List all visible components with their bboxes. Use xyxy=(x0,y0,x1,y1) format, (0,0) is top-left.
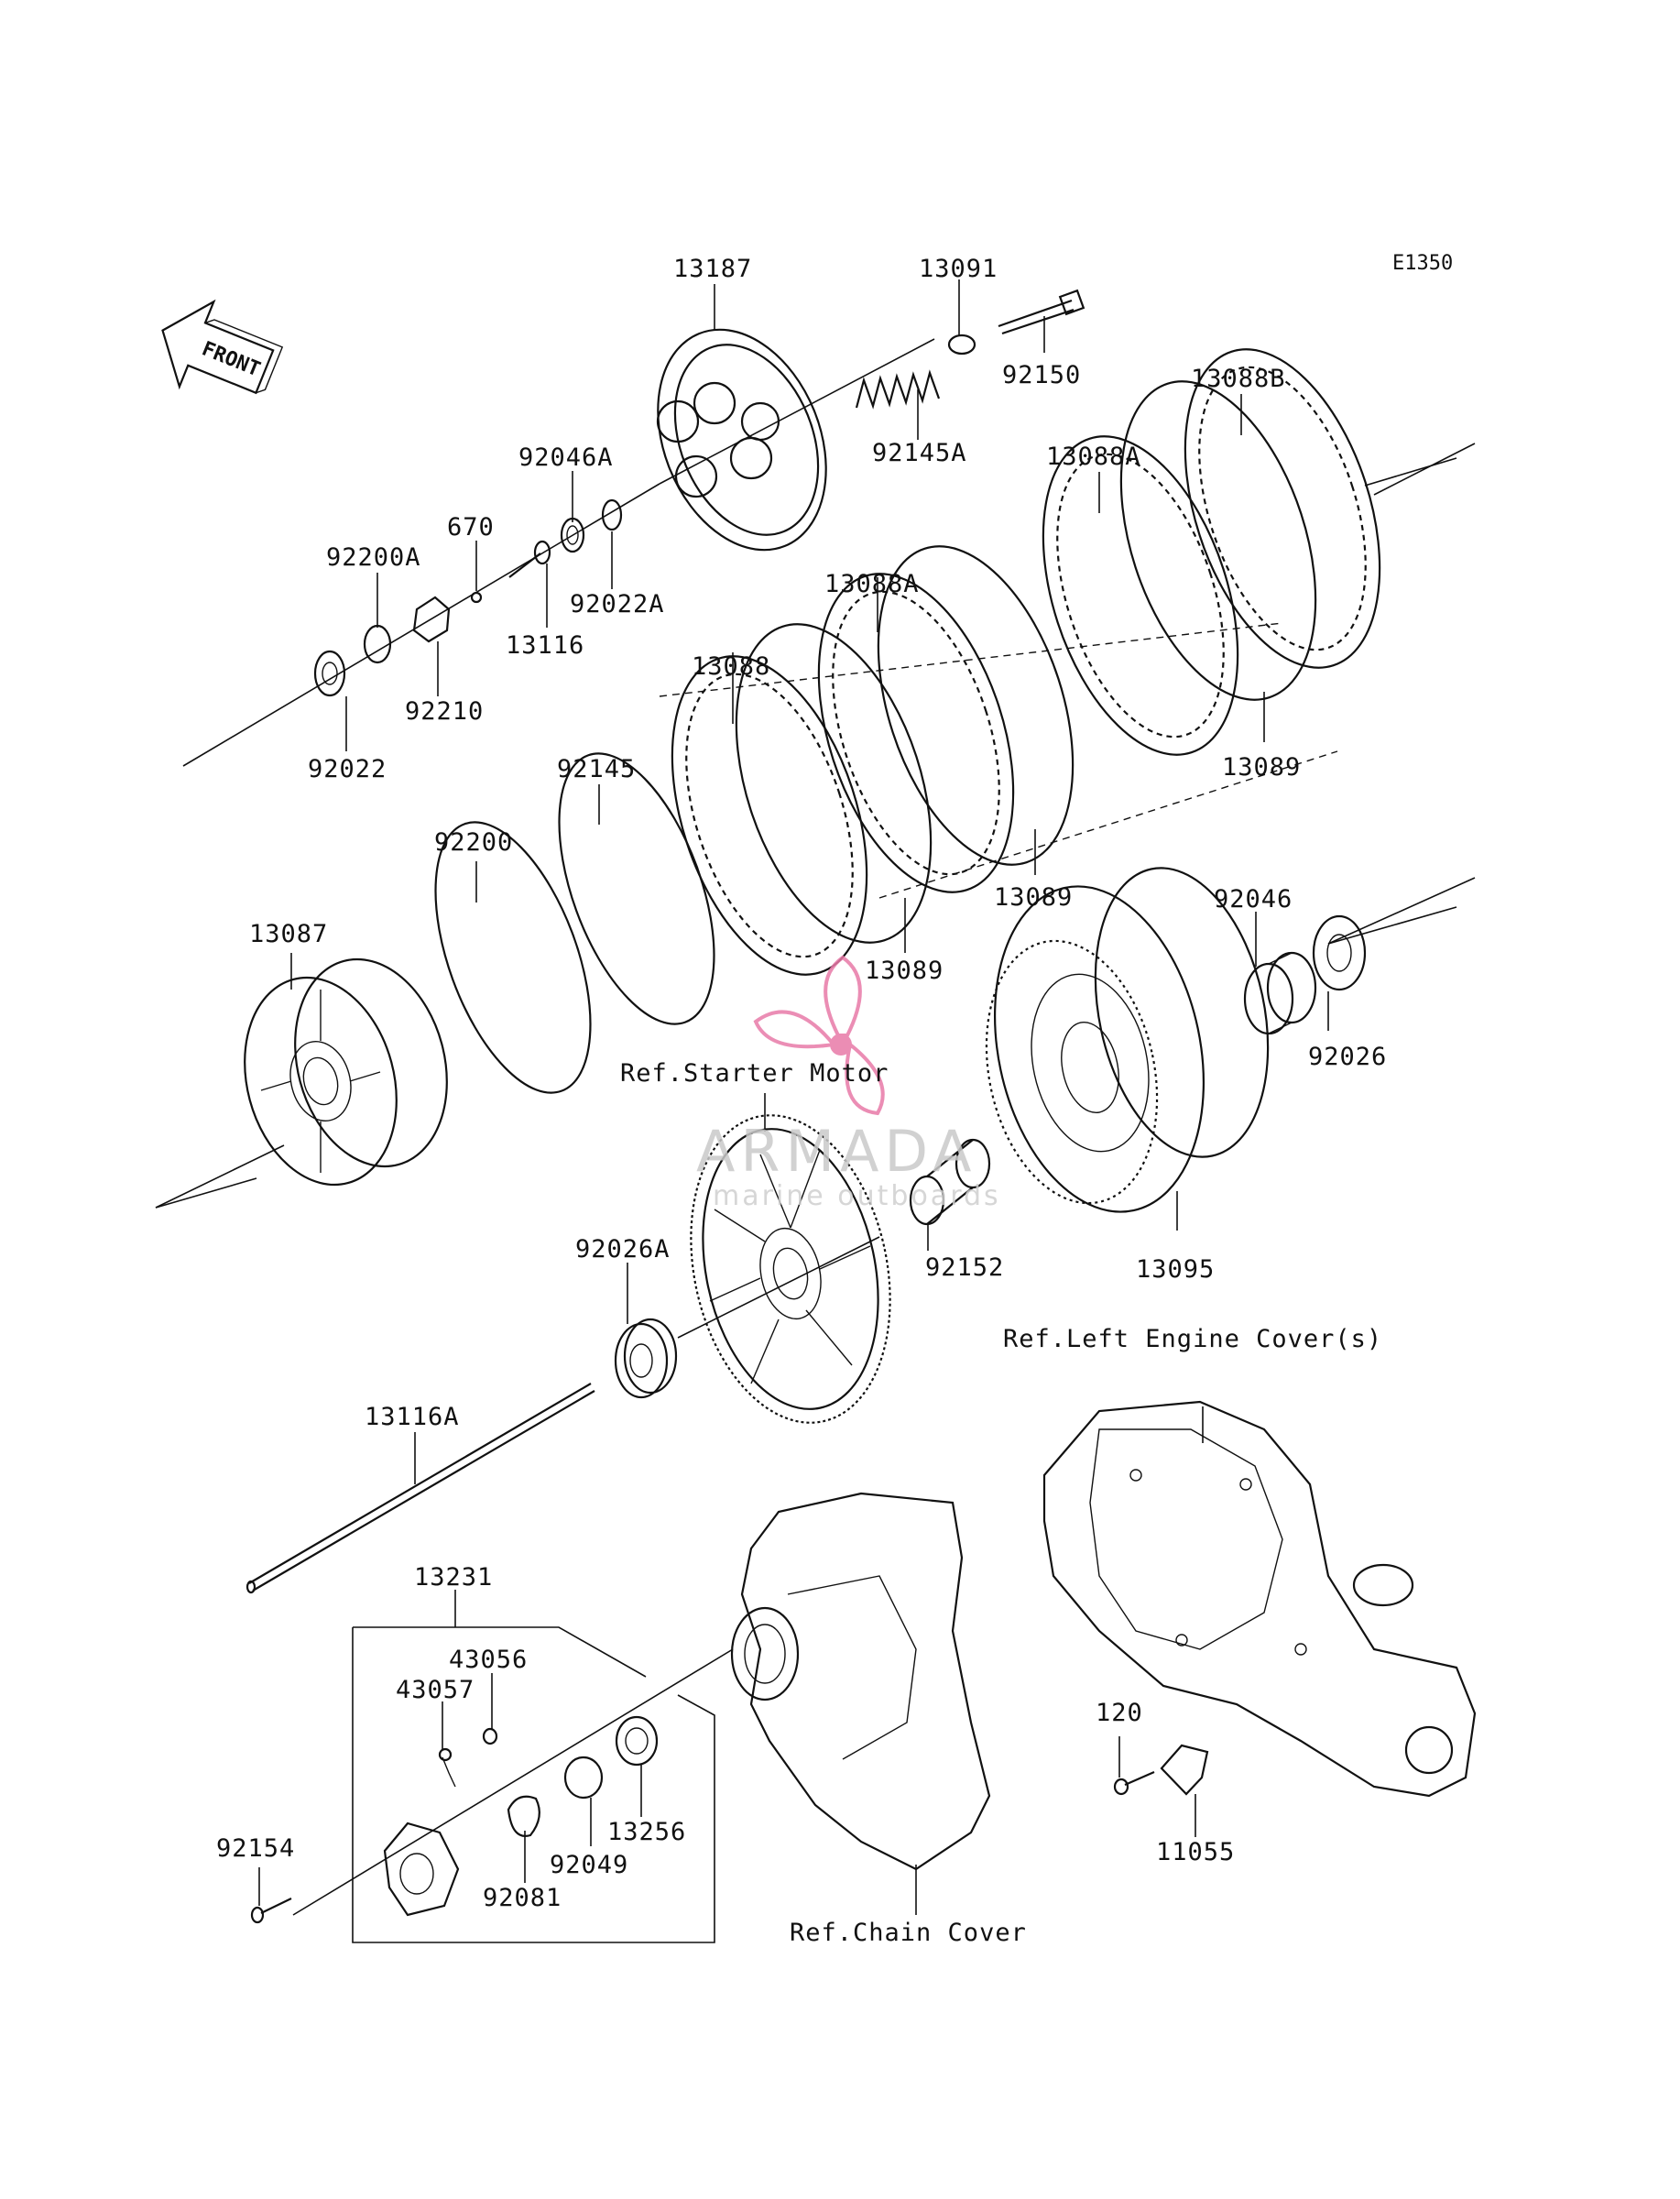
leader-lines xyxy=(258,279,1329,1915)
label-13116A: 13116A xyxy=(365,1403,460,1431)
label-92022A: 92022A xyxy=(570,590,665,618)
label-92026: 92026 xyxy=(1308,1043,1387,1071)
ref-chain-cover: Ref.Chain Cover xyxy=(790,1919,1027,1947)
steel-plate-13089-right xyxy=(1119,380,1317,701)
washer-92022A xyxy=(601,498,623,531)
steel-plate-13089-mid xyxy=(877,545,1075,866)
label-92145A: 92145A xyxy=(872,439,967,467)
front-arrow-icon: FRONT xyxy=(161,299,284,395)
label-92200A: 92200A xyxy=(326,543,421,572)
washer-92200A xyxy=(363,624,392,664)
label-92210: 92210 xyxy=(405,697,484,726)
reference-labels: Ref.Starter Motor Ref.Left Engine Cover(… xyxy=(620,1059,1382,1947)
part-labels: 13187 13091 92150 92145A 13088B 13088A 9… xyxy=(216,255,1387,1912)
label-92150: 92150 xyxy=(1002,361,1081,389)
label-13087: 13087 xyxy=(249,920,328,948)
clamp-11055 xyxy=(1160,1744,1209,1796)
friction-plate-13088A-mid xyxy=(817,573,1015,893)
washer-92022 xyxy=(313,650,346,697)
label-92154: 92154 xyxy=(216,1834,295,1863)
diagram-code: E1350 xyxy=(1392,252,1453,275)
pushrod-13116 xyxy=(508,540,551,578)
cap-13091 xyxy=(947,334,976,356)
chain-cover xyxy=(730,1492,991,1871)
label-92046A: 92046A xyxy=(518,443,614,472)
label-120: 120 xyxy=(1096,1699,1143,1727)
label-13089-mid: 13089 xyxy=(994,883,1073,912)
collar-92152 xyxy=(909,1138,991,1226)
spring-92145A xyxy=(855,369,941,410)
ref-starter-motor: Ref.Starter Motor xyxy=(620,1059,889,1088)
label-13187: 13187 xyxy=(673,255,752,283)
label-13116: 13116 xyxy=(506,631,584,660)
label-13095: 13095 xyxy=(1136,1255,1215,1284)
label-13088A-top: 13088A xyxy=(1046,443,1141,471)
starter-gear xyxy=(690,1114,891,1424)
friction-plate-13088A-top xyxy=(1042,435,1239,756)
watermark-logo: ARMADA marine outboards xyxy=(696,955,1001,1212)
washer-92026A xyxy=(614,1318,678,1399)
label-13088B: 13088B xyxy=(1191,365,1286,393)
ref-left-engine-cover: Ref.Left Engine Cover(s) xyxy=(1003,1325,1382,1353)
bolt-92154 xyxy=(250,1898,292,1924)
friction-plate-13088B xyxy=(1184,348,1381,669)
pressure-plate-13187 xyxy=(656,328,827,552)
label-92081: 92081 xyxy=(483,1884,562,1912)
steel-plate-13089-low xyxy=(735,623,933,944)
bolt-92150 xyxy=(998,289,1085,335)
label-92022: 92022 xyxy=(308,755,387,783)
ball-670 xyxy=(470,591,483,604)
label-13256: 13256 xyxy=(607,1818,686,1846)
label-92046: 92046 xyxy=(1214,885,1293,914)
pushrod-13116A xyxy=(245,1383,595,1594)
label-92152: 92152 xyxy=(925,1253,1004,1282)
label-43057: 43057 xyxy=(396,1676,475,1704)
clutch-housing-13095 xyxy=(985,867,1270,1213)
release-cylinder-kit-box xyxy=(352,1626,715,1943)
left-engine-cover xyxy=(1042,1400,1477,1798)
label-13091: 13091 xyxy=(919,255,998,283)
label-92200: 92200 xyxy=(434,828,513,857)
watermark-brand: ARMADA xyxy=(696,1118,976,1185)
washer-92026 xyxy=(1312,914,1367,991)
label-13089-right: 13089 xyxy=(1222,753,1301,782)
clutch-hub-13087 xyxy=(244,957,448,1187)
label-13088: 13088 xyxy=(692,652,770,681)
release-cylinder-parts xyxy=(383,1715,659,1917)
label-13088A-mid: 13088A xyxy=(824,570,920,598)
nut-92210 xyxy=(412,596,451,643)
label-43056: 43056 xyxy=(449,1646,528,1674)
needle-bearing-92046 xyxy=(1243,951,1317,1035)
label-670: 670 xyxy=(447,513,495,542)
watermark-tagline: marine outboards xyxy=(713,1180,1001,1212)
bearing-92046A-inner xyxy=(566,525,579,545)
washer-92022-hole xyxy=(322,662,338,685)
front-label: FRONT xyxy=(199,337,264,381)
label-11055: 11055 xyxy=(1156,1838,1235,1866)
bolt-120 xyxy=(1113,1770,1155,1796)
label-92049: 92049 xyxy=(550,1851,628,1879)
label-92145: 92145 xyxy=(557,755,636,783)
friction-plate-13088 xyxy=(671,655,868,976)
ring-92200 xyxy=(434,821,592,1094)
label-13231: 13231 xyxy=(414,1563,493,1592)
label-13089-low: 13089 xyxy=(865,957,944,985)
label-92026A: 92026A xyxy=(575,1235,671,1264)
ring-92145 xyxy=(558,752,715,1025)
